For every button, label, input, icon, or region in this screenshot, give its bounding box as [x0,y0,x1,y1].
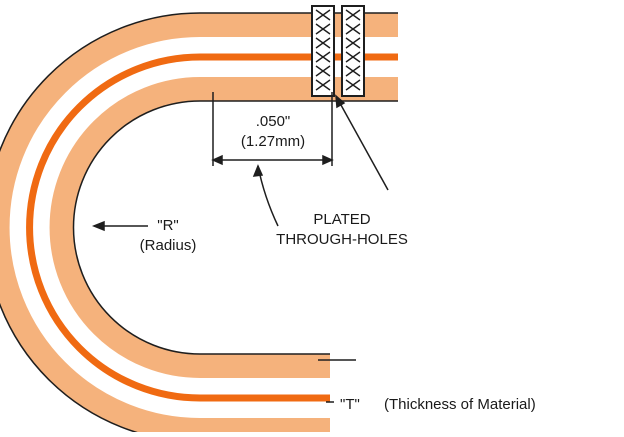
bend-copper-trace [26,53,398,402]
thickness-dimension [318,359,356,437]
hole-plating-pattern [315,9,361,91]
plated-label-line2: THROUGH-HOLES [276,231,408,248]
spacing-dimension [211,92,334,166]
thickness-symbol: "T" [340,396,360,413]
through-hole-left [311,5,335,97]
thickness-label: (Thickness of Material) [384,396,536,413]
flex-circuit-bend [0,12,398,437]
radius-label: (Radius) [140,237,197,254]
bend-outline [0,12,398,437]
plated-holes-leaders [252,94,389,227]
plated-through-holes [311,5,365,97]
spacing-value: .050" [256,113,291,130]
plated-label-line1: PLATED [313,211,370,228]
spacing-metric: (1.27mm) [241,133,305,150]
radius-leader [91,220,148,232]
through-hole-right [341,5,365,97]
radius-symbol: "R" [157,217,178,234]
